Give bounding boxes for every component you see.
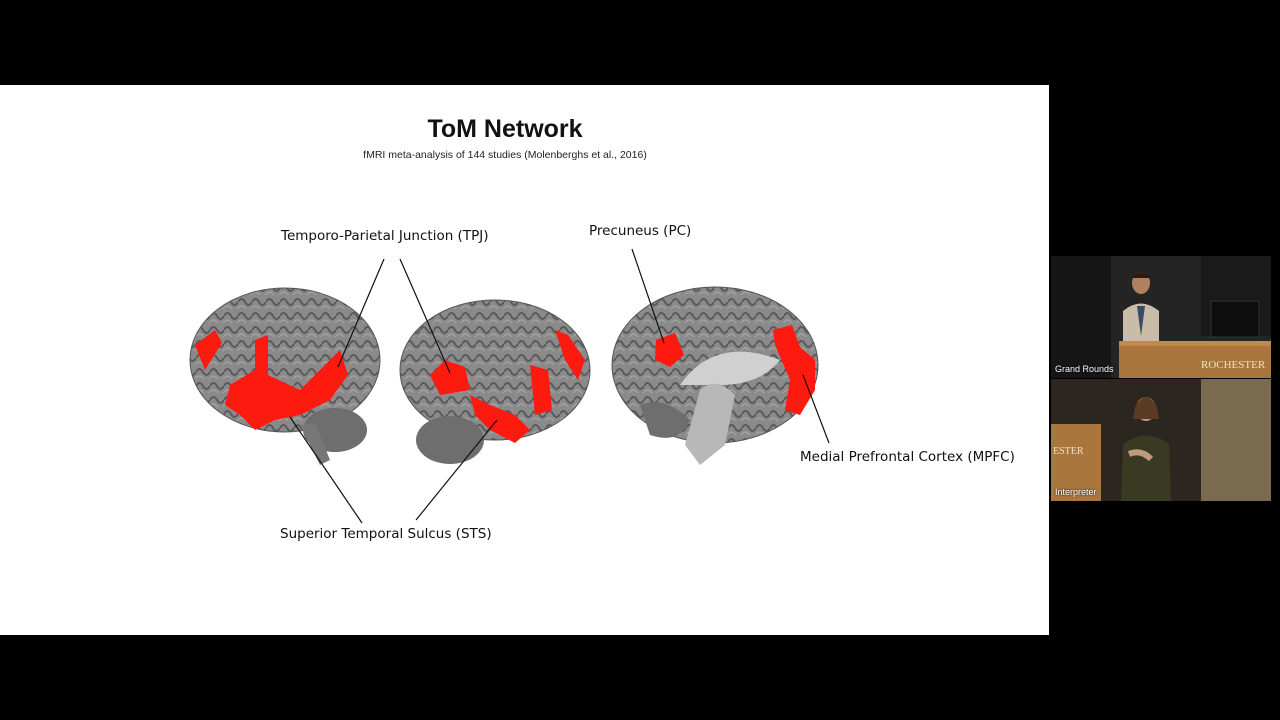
activation-region: [195, 330, 222, 370]
feed-label: Grand Rounds: [1055, 364, 1114, 374]
slide-subtitle: fMRI meta-analysis of 144 studies (Molen…: [363, 149, 647, 161]
label-mpfc: Medial Prefrontal Cortex (MPFC): [800, 449, 1015, 465]
activation-region: [530, 365, 552, 415]
label-tpj: Temporo-Parietal Junction (TPJ): [281, 228, 489, 244]
label-sts: Superior Temporal Sulcus (STS): [280, 526, 492, 542]
speaker-video: ROCHESTER: [1051, 256, 1271, 378]
feed-label: Interpreter: [1055, 487, 1097, 497]
presentation-slide: ToM Network fMRI meta-analysis of 144 st…: [0, 85, 1049, 635]
interpreter-video: ESTER: [1051, 379, 1271, 501]
video-feed-grand-rounds: ROCHESTER Grand Rounds: [1051, 256, 1271, 378]
label-leader-lines: [289, 248, 830, 524]
podium-sign: ESTER: [1053, 446, 1084, 457]
activation-region: [430, 360, 470, 395]
slide-title: ToM Network: [427, 115, 583, 143]
podium-sign: ROCHESTER: [1201, 359, 1266, 371]
label-pc: Precuneus (PC): [589, 223, 692, 239]
video-feed-interpreter: ESTER Interpreter: [1051, 379, 1271, 501]
brain-left-lateral: [189, 287, 381, 465]
activation-region: [470, 395, 530, 443]
activation-region: [773, 325, 815, 415]
activation-region: [655, 333, 684, 367]
brain-figure: [189, 248, 830, 524]
brain-right-lateral: [399, 299, 591, 464]
activation-region: [555, 330, 585, 380]
activation-region: [225, 335, 348, 430]
brain-medial: [611, 286, 819, 465]
